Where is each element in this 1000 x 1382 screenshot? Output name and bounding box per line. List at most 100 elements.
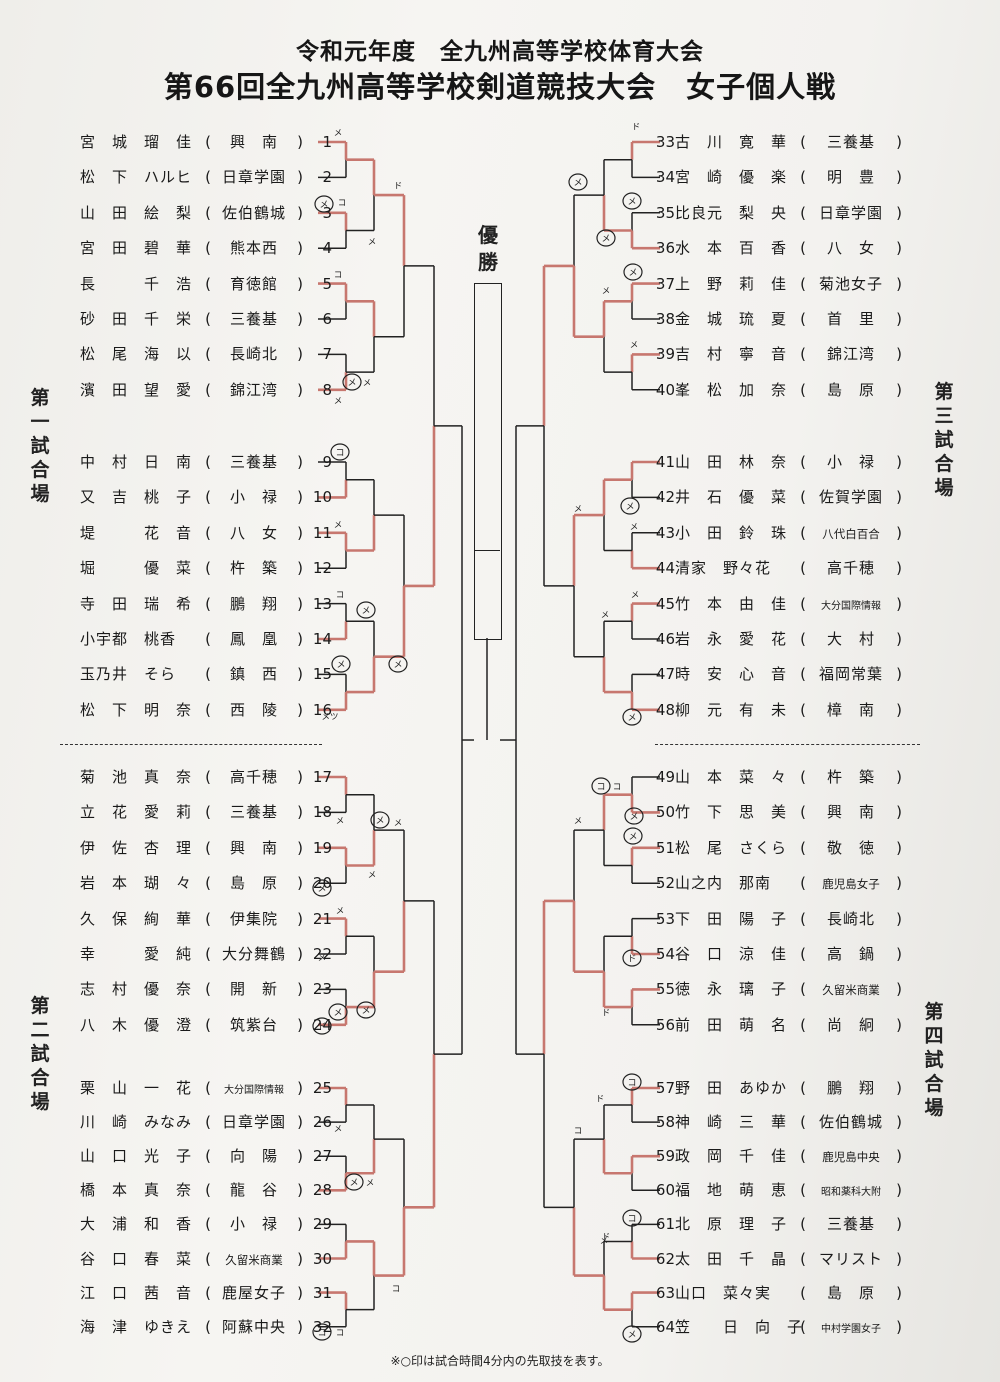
paren-close: ) — [896, 980, 902, 999]
tournament-title: 第66回全九州高等学校剣道競技大会 女子個人戦 — [163, 70, 837, 104]
entrant-number: 29 — [312, 1215, 332, 1234]
entrant-school: 西 陵 — [229, 700, 278, 719]
paren-close: ) — [896, 1015, 902, 1034]
score-mark: メ — [368, 238, 377, 248]
entrant-school: 佐伯鶴城 — [221, 203, 286, 222]
paren-open: ( — [205, 453, 211, 471]
entrant-number: 19 — [312, 838, 332, 857]
score-mark: メ — [336, 907, 345, 917]
entrant-school: 杵 築 — [229, 559, 278, 578]
score-mark-circled: メ — [342, 373, 362, 391]
entrant-row: 51松 尾 さくら(敬 徳) — [655, 836, 905, 860]
entrant-name: 下 田 陽 子 — [675, 909, 788, 928]
entrant-name: 海 津 ゆきえ — [80, 1317, 193, 1336]
score-circle — [622, 949, 642, 967]
entrant-school: 鵬 翔 — [229, 594, 278, 613]
score-mark-text: メ — [394, 819, 403, 829]
entrant-row: 56前 田 萌 名(尚 絅) — [655, 1013, 905, 1037]
paren-close: ) — [896, 945, 902, 963]
entrant-school: 久留米商業 — [822, 983, 880, 998]
paren-open: ( — [205, 1181, 211, 1200]
paren-open: ( — [800, 874, 806, 893]
paren-close: ) — [896, 909, 902, 928]
paren-open: ( — [205, 1215, 211, 1234]
entrant-number: 22 — [312, 945, 332, 963]
entrant-name: 比良元 梨 央 — [675, 203, 788, 222]
entrant-name: 上 野 莉 佳 — [675, 274, 788, 293]
score-mark: ド — [602, 1233, 611, 1243]
paren-open: ( — [800, 1249, 806, 1268]
paren-open: ( — [205, 803, 211, 822]
paren-open: ( — [800, 665, 806, 684]
entrant-number: 10 — [312, 488, 332, 507]
entrant-row: 宮 城 瑠 佳(興 南)1 — [80, 130, 332, 154]
entrant-school: 島 原 — [229, 874, 278, 893]
entrant-row: 58神 崎 三 華(佐伯鶴城) — [655, 1110, 905, 1134]
entrant-name: 竹 本 由 佳 — [675, 594, 788, 613]
entrant-school: 熊本西 — [229, 239, 278, 258]
paren-close: ) — [896, 1249, 902, 1268]
score-mark: メ — [574, 817, 583, 827]
score-mark: メ — [334, 1125, 343, 1135]
score-circle — [330, 443, 350, 461]
score-circle — [356, 1001, 376, 1019]
paren-close: ) — [297, 488, 303, 507]
entrant-school: 小 禄 — [229, 1215, 278, 1234]
entrant-row: 砂 田 千 栄(三養基)6 — [80, 307, 332, 331]
entrant-school: 福岡常葉 — [818, 665, 883, 684]
paren-open: ( — [205, 1249, 211, 1268]
entrant-school: 小 禄 — [826, 453, 875, 471]
score-mark: メ — [336, 817, 345, 827]
entrant-school: 高千穂 — [826, 559, 875, 578]
score-mark: メツ — [321, 713, 338, 723]
entrant-number: 37 — [655, 274, 675, 293]
paren-close: ) — [896, 310, 902, 328]
entrant-school: 鎮 西 — [229, 665, 278, 684]
entrant-name: 中 村 日 南 — [80, 453, 193, 471]
entrant-school: 向 陽 — [229, 1147, 278, 1166]
entrant-school: 日章学園 — [221, 168, 286, 187]
paren-close: ) — [896, 239, 902, 258]
entrant-name: 濱 田 望 愛 — [80, 380, 193, 399]
entrant-row: 35比良元 梨 央(日章学園) — [655, 201, 905, 225]
paren-close: ) — [896, 380, 902, 399]
entrant-number: 20 — [312, 874, 332, 893]
entrant-school: 長崎北 — [229, 345, 278, 364]
entrant-name: 志 村 優 奈 — [80, 980, 193, 999]
entrant-row: 堤 花 音(八 女)11 — [80, 521, 332, 545]
entrant-name: 長 千 浩 — [80, 274, 193, 293]
paren-open: ( — [800, 1215, 806, 1234]
entrant-name: 清家 野々花 — [675, 559, 772, 578]
paren-open: ( — [205, 630, 211, 648]
paren-open: ( — [800, 310, 806, 328]
entrant-name: 宮 崎 優 楽 — [675, 168, 788, 187]
entrant-name: 松 尾 さくら — [675, 838, 788, 857]
entrant-name: 岩 永 愛 花 — [675, 630, 788, 648]
entrant-row: 伊 佐 杏 理(興 南)19 — [80, 836, 332, 860]
score-circle — [312, 1323, 332, 1341]
paren-close: ) — [297, 700, 303, 719]
paren-close: ) — [896, 874, 902, 893]
entrant-name: 宮 城 瑠 佳 — [80, 133, 193, 151]
score-mark-circled: メ — [620, 497, 640, 515]
entrant-school: 高千穂 — [229, 768, 278, 786]
entrant-row: 志 村 優 奈(開 新)23 — [80, 977, 332, 1001]
score-mark-text: メ — [334, 129, 343, 139]
entrant-name: 小 田 鈴 珠 — [675, 523, 788, 542]
score-mark: メ — [574, 505, 583, 515]
score-mark-text: メ — [334, 521, 343, 531]
score-circle — [622, 1209, 642, 1227]
paren-close: ) — [297, 523, 303, 542]
entrant-school: 明 豊 — [826, 168, 875, 187]
entrant-name: 北 原 理 子 — [675, 1215, 788, 1234]
entrant-school: 興 南 — [826, 803, 875, 822]
footnote: ※○印は試合時間4分内の先取技を表す。 — [390, 1354, 610, 1368]
entrant-school: 開 新 — [229, 980, 278, 999]
entrant-school: 高 鍋 — [826, 945, 875, 963]
entrant-row: 47時 安 心 音(福岡常葉) — [655, 662, 905, 686]
entrant-number: 23 — [312, 980, 332, 999]
paren-close: ) — [297, 380, 303, 399]
score-circle — [312, 879, 332, 897]
entrant-name: 谷 口 春 菜 — [80, 1249, 193, 1268]
